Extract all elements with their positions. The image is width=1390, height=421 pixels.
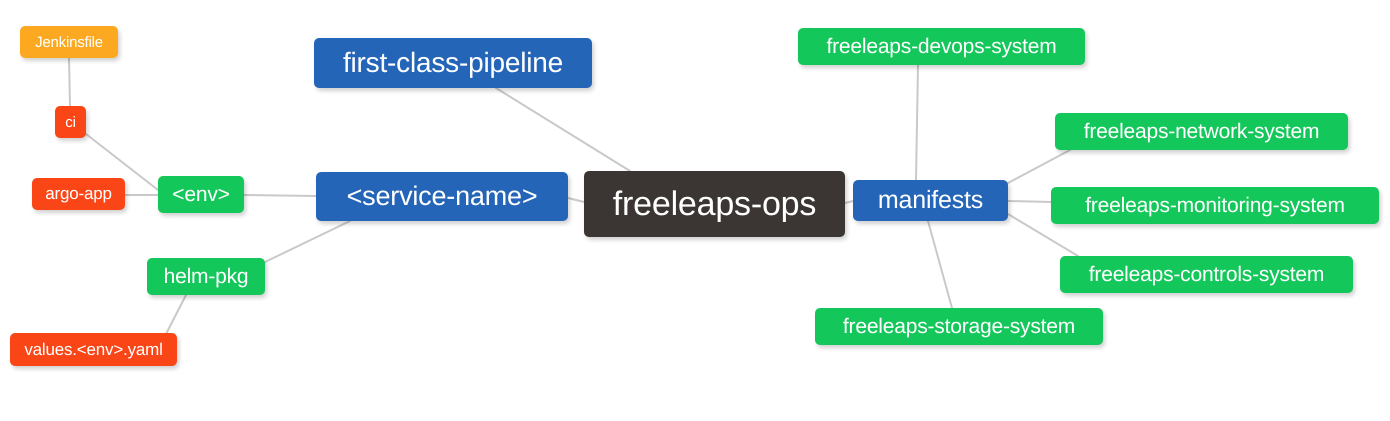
node-devops-system[interactable]: freeleaps-devops-system — [798, 28, 1085, 65]
node-controls-system[interactable]: freeleaps-controls-system — [1060, 256, 1353, 293]
edge-manifests-to-network-system — [1007, 149, 1071, 184]
edge-manifests-to-devops-system — [915, 64, 919, 181]
edge-env-to-service-name — [243, 194, 317, 197]
node-label-env: <env> — [172, 182, 230, 206]
node-label-controls-system: freeleaps-controls-system — [1088, 262, 1325, 286]
node-label-service-name: <service-name> — [346, 181, 538, 211]
edge-manifests-to-storage-system — [927, 220, 953, 309]
node-manifests[interactable]: manifests — [853, 180, 1008, 221]
edge-manifests-to-monitoring-system — [1007, 200, 1052, 203]
node-monitoring-system[interactable]: freeleaps-monitoring-system — [1051, 187, 1379, 224]
node-first-class-pipeline[interactable]: first-class-pipeline — [314, 38, 592, 88]
node-helm-pkg[interactable]: helm-pkg — [147, 258, 265, 295]
edge-jenkinsfile-to-ci — [68, 57, 71, 107]
node-label-values-yaml: values.<env>.yaml — [24, 339, 163, 359]
edge-service-name-to-root — [567, 197, 585, 203]
node-argo-app[interactable]: argo-app — [32, 178, 125, 210]
node-ci[interactable]: ci — [55, 106, 86, 138]
node-network-system[interactable]: freeleaps-network-system — [1055, 113, 1348, 150]
edge-values-yaml-to-helm-pkg — [165, 294, 187, 335]
node-label-first-class-pipeline: first-class-pipeline — [342, 47, 564, 78]
node-label-ci: ci — [65, 113, 76, 131]
node-label-argo-app: argo-app — [45, 184, 112, 203]
node-storage-system[interactable]: freeleaps-storage-system — [815, 308, 1103, 345]
node-label-network-system: freeleaps-network-system — [1083, 119, 1320, 143]
node-values-yaml[interactable]: values.<env>.yaml — [10, 333, 177, 366]
node-label-manifests: manifests — [877, 186, 984, 214]
node-label-devops-system: freeleaps-devops-system — [826, 34, 1057, 58]
edge-root-to-manifests — [844, 200, 854, 204]
node-jenkinsfile[interactable]: Jenkinsfile — [20, 26, 118, 58]
node-label-storage-system: freeleaps-storage-system — [842, 314, 1076, 338]
edge-first-class-pipeline-to-root — [495, 87, 631, 172]
node-root[interactable]: freeleaps-ops — [584, 171, 845, 237]
edge-helm-pkg-to-service-name — [264, 220, 351, 263]
node-label-helm-pkg: helm-pkg — [163, 264, 249, 288]
node-service-name[interactable]: <service-name> — [316, 172, 568, 221]
node-label-root: freeleaps-ops — [612, 184, 817, 223]
node-label-monitoring-system: freeleaps-monitoring-system — [1085, 193, 1345, 217]
node-env[interactable]: <env> — [158, 176, 244, 213]
node-label-jenkinsfile: Jenkinsfile — [35, 33, 103, 51]
